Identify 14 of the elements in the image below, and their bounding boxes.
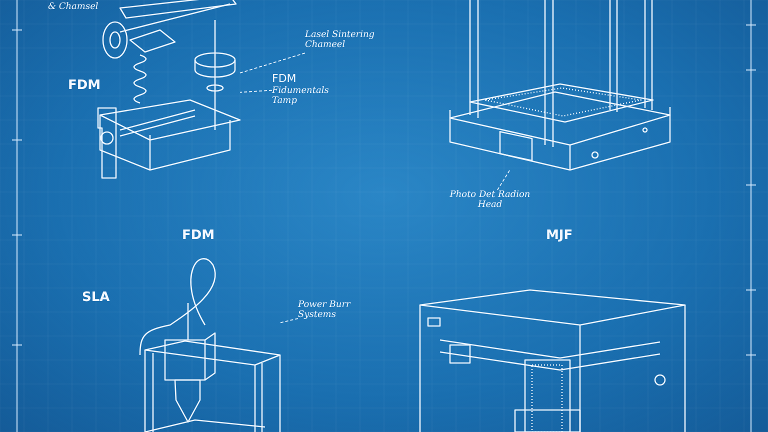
section-title: MJF	[546, 228, 573, 243]
callout-label: & Chamsel	[48, 2, 98, 12]
section-title: FDM	[68, 78, 101, 93]
leader-line	[240, 90, 272, 93]
leader-line	[240, 52, 306, 74]
section-title: FDM	[182, 228, 215, 243]
callout-heading: FDM	[272, 73, 296, 86]
callout-label: Lasel Sintering Chameel	[305, 30, 376, 51]
callout-label: Photo Det Radion Head	[448, 190, 532, 211]
leader-line	[280, 318, 298, 324]
callout-label: Power Burr Systems	[298, 300, 352, 321]
callout-label: Fidumentals Tamp	[272, 86, 330, 106]
section-title: SLA	[82, 290, 110, 305]
leader-line	[496, 170, 510, 190]
